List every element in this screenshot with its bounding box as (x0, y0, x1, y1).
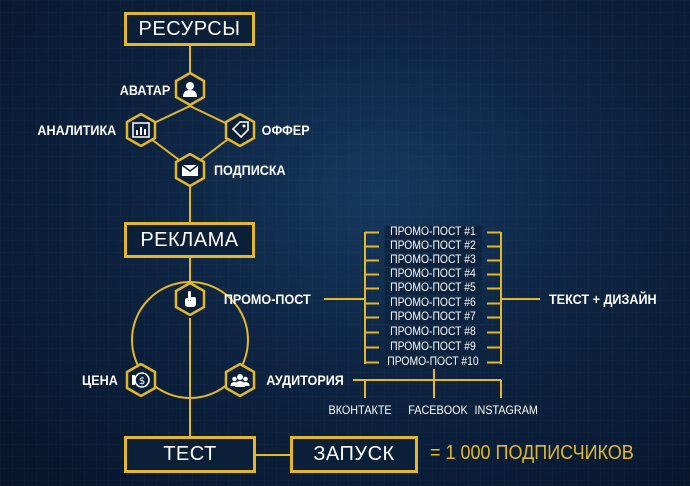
subscription-node (173, 153, 207, 187)
money-icon: $ (132, 372, 150, 388)
price-node: $ (124, 363, 158, 397)
resources-box: РЕСУРСЫ (124, 12, 255, 46)
promo-post-item: ПРОМО-ПОСТ #6 (384, 297, 482, 310)
result-subscribers: = 1 000 ПОДПИСЧИКОВ (430, 442, 634, 464)
subscription-label: ПОДПИСКА (213, 162, 286, 178)
promo-post-label: ПРОМО-ПОСТ (223, 291, 311, 307)
promo-post-item: ПРОМО-ПОСТ #8 (384, 326, 482, 339)
promo-post-item: ПРОМО-ПОСТ #3 (384, 254, 482, 267)
promo-post-item: ПРОМО-ПОСТ #2 (384, 240, 482, 253)
launch-box: ЗАПУСК (290, 436, 418, 473)
network-facebook: FACEBOOK (408, 403, 468, 417)
chart-icon (132, 122, 150, 138)
audience-node (223, 363, 257, 397)
analytics-node (124, 113, 158, 147)
promo-post-item: ПРОМО-ПОСТ #9 (384, 341, 482, 354)
test-box: ТЕСТ (124, 436, 256, 473)
promo-post-item: ПРОМО-ПОСТ #10 (384, 356, 482, 369)
price-label: ЦЕНА (81, 372, 118, 388)
offer-node (223, 113, 257, 147)
envelope-icon (181, 164, 199, 176)
network-vkontakte: ВКОНТАКТЕ (328, 403, 392, 417)
promo-post-node (173, 282, 207, 316)
avatar-label: АВАТАР (119, 82, 171, 98)
pointer-hand-icon (185, 291, 196, 307)
audience-label: АУДИТОРИЯ (266, 372, 344, 388)
avatar-node (173, 72, 207, 106)
analytics-label: АНАЛИТИКА (37, 122, 117, 138)
text-design-label: ТЕКСТ + ДИЗАЙН (548, 291, 657, 307)
svg-text:$: $ (139, 376, 145, 387)
ads-box: РЕКЛАМА (124, 222, 255, 258)
offer-label: ОФФЕР (261, 122, 310, 138)
promo-post-item: ПРОМО-ПОСТ #1 (384, 226, 482, 239)
promo-post-item: ПРОМО-ПОСТ #4 (384, 268, 482, 281)
people-icon (230, 374, 250, 387)
network-instagram: INSTAGRAM (474, 403, 538, 417)
price-tag-icon (231, 121, 249, 139)
promo-post-item: ПРОМО-ПОСТ #7 (384, 311, 482, 324)
promo-post-item: ПРОМО-ПОСТ #5 (384, 282, 482, 295)
user-icon (183, 82, 197, 97)
